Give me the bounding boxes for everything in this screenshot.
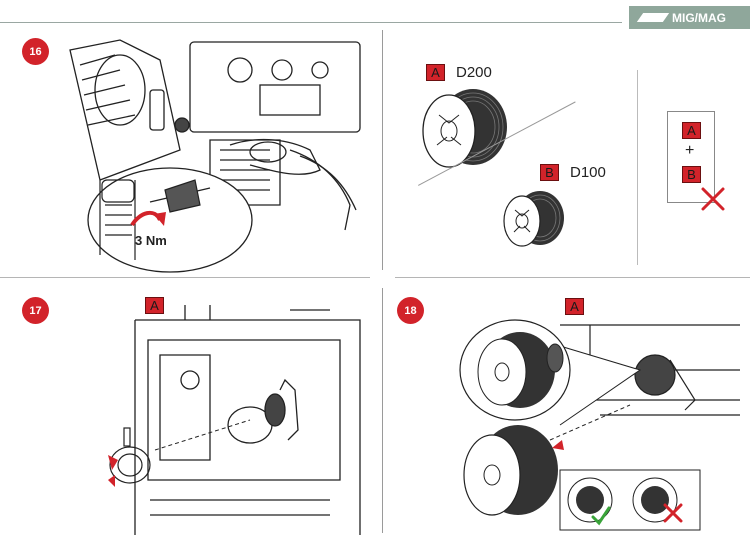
spool-b-tag: B <box>540 164 559 181</box>
step-badge-18: 18 <box>397 297 424 324</box>
check-icon <box>591 506 611 526</box>
torque-label: 3 Nm <box>135 233 167 248</box>
cross-small-icon <box>663 503 683 523</box>
combo-a-tag: A <box>682 122 701 139</box>
row-divider-right <box>395 277 750 278</box>
combo-b-tag: B <box>682 166 701 183</box>
combo-plus: + <box>685 142 695 159</box>
col-divider-top <box>382 30 383 270</box>
combo-box <box>667 111 715 203</box>
feeder-mount-illustration-17 <box>108 305 361 535</box>
cross-icon <box>701 187 725 211</box>
spool-a-tag: A <box>426 64 445 81</box>
wire-feeder-illustration-16 <box>69 39 361 273</box>
spool-b-size: D100 <box>570 164 606 181</box>
spool-mount-illustration-18 <box>459 319 740 531</box>
header-rule <box>0 22 622 23</box>
col-divider-bottom <box>382 288 383 533</box>
badge-stripe-icon <box>636 13 670 22</box>
row-divider-left <box>0 277 370 278</box>
step-badge-17: 17 <box>22 297 49 324</box>
mig-mag-badge: MIG/MAG <box>629 6 750 29</box>
spool-a-size: D200 <box>456 64 492 81</box>
panel17-tag: A <box>145 297 164 314</box>
step-badge-16: 16 <box>22 38 49 65</box>
spool-d100-icon <box>503 191 564 247</box>
spool-divider <box>637 70 638 265</box>
spool-d200-icon <box>422 89 507 168</box>
panel18-tag: A <box>565 298 584 315</box>
badge-label: MIG/MAG <box>672 10 726 25</box>
